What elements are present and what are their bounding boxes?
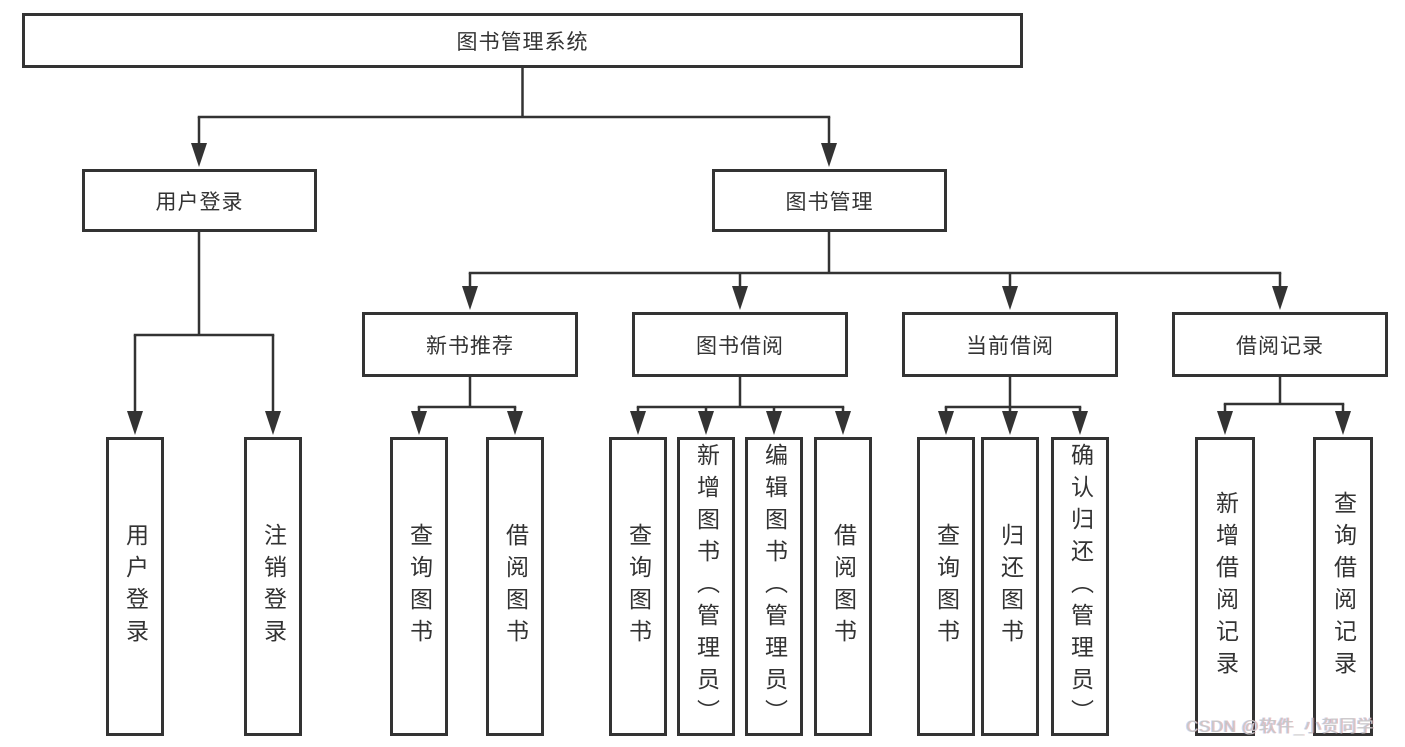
leaf-query-books-recommend: 查询图书 <box>390 437 448 736</box>
leaf-edit-books-admin: 编辑图书（管理员） <box>745 437 803 736</box>
csdn-watermark: CSDN @软件_小贺同学 <box>1186 717 1375 736</box>
leaf-return-books: 归还图书 <box>981 437 1039 736</box>
leaf-borrow-books-borrowing-label: 借阅图书 <box>830 522 857 651</box>
leaf-query-borrow-record-label: 查询借阅记录 <box>1330 490 1357 683</box>
leaf-borrow-books-recommend-label: 借阅图书 <box>502 522 529 651</box>
leaf-edit-books-admin-label: 编辑图书（管理员） <box>761 442 788 731</box>
leaf-add-borrow-record: 新增借阅记录 <box>1195 437 1255 736</box>
leaf-return-books-label: 归还图书 <box>997 522 1024 651</box>
leaf-logout-login: 注销登录 <box>244 437 302 736</box>
node-current-borrowing: 当前借阅 <box>902 312 1118 377</box>
node-book-management-label: 图书管理 <box>785 190 874 214</box>
node-book-borrowing-label: 图书借阅 <box>696 334 784 358</box>
leaf-user-login: 用户登录 <box>106 437 164 736</box>
leaf-borrow-books-recommend: 借阅图书 <box>486 437 544 736</box>
node-new-book-recommend-label: 新书推荐 <box>426 334 514 358</box>
leaf-query-books-current: 查询图书 <box>917 437 975 736</box>
leaf-add-borrow-record-label: 新增借阅记录 <box>1212 490 1239 683</box>
leaf-user-login-label: 用户登录 <box>122 522 149 651</box>
leaf-borrow-books-borrowing: 借阅图书 <box>814 437 872 736</box>
node-root: 图书管理系统 <box>22 13 1023 68</box>
leaf-query-books-recommend-label: 查询图书 <box>406 522 433 651</box>
node-current-borrowing-label: 当前借阅 <box>966 334 1054 358</box>
leaf-confirm-return-admin-label: 确认归还（管理员） <box>1067 442 1094 731</box>
leaf-confirm-return-admin: 确认归还（管理员） <box>1051 437 1109 736</box>
node-borrowing-records: 借阅记录 <box>1172 312 1388 377</box>
node-user-login: 用户登录 <box>82 169 317 232</box>
leaf-logout-login-label: 注销登录 <box>260 522 287 651</box>
leaf-query-books-borrowing: 查询图书 <box>609 437 667 736</box>
node-new-book-recommend: 新书推荐 <box>362 312 578 377</box>
leaf-query-books-current-label: 查询图书 <box>933 522 960 651</box>
node-book-management: 图书管理 <box>712 169 947 232</box>
node-user-login-label: 用户登录 <box>155 190 244 214</box>
leaf-query-borrow-record: 查询借阅记录 <box>1313 437 1373 736</box>
node-root-label: 图书管理系统 <box>456 30 589 54</box>
leaf-add-books-admin: 新增图书（管理员） <box>677 437 735 736</box>
node-book-borrowing: 图书借阅 <box>632 312 848 377</box>
node-borrowing-records-label: 借阅记录 <box>1236 334 1324 358</box>
leaf-add-books-admin-label: 新增图书（管理员） <box>693 442 720 731</box>
leaf-query-books-borrowing-label: 查询图书 <box>625 522 652 651</box>
